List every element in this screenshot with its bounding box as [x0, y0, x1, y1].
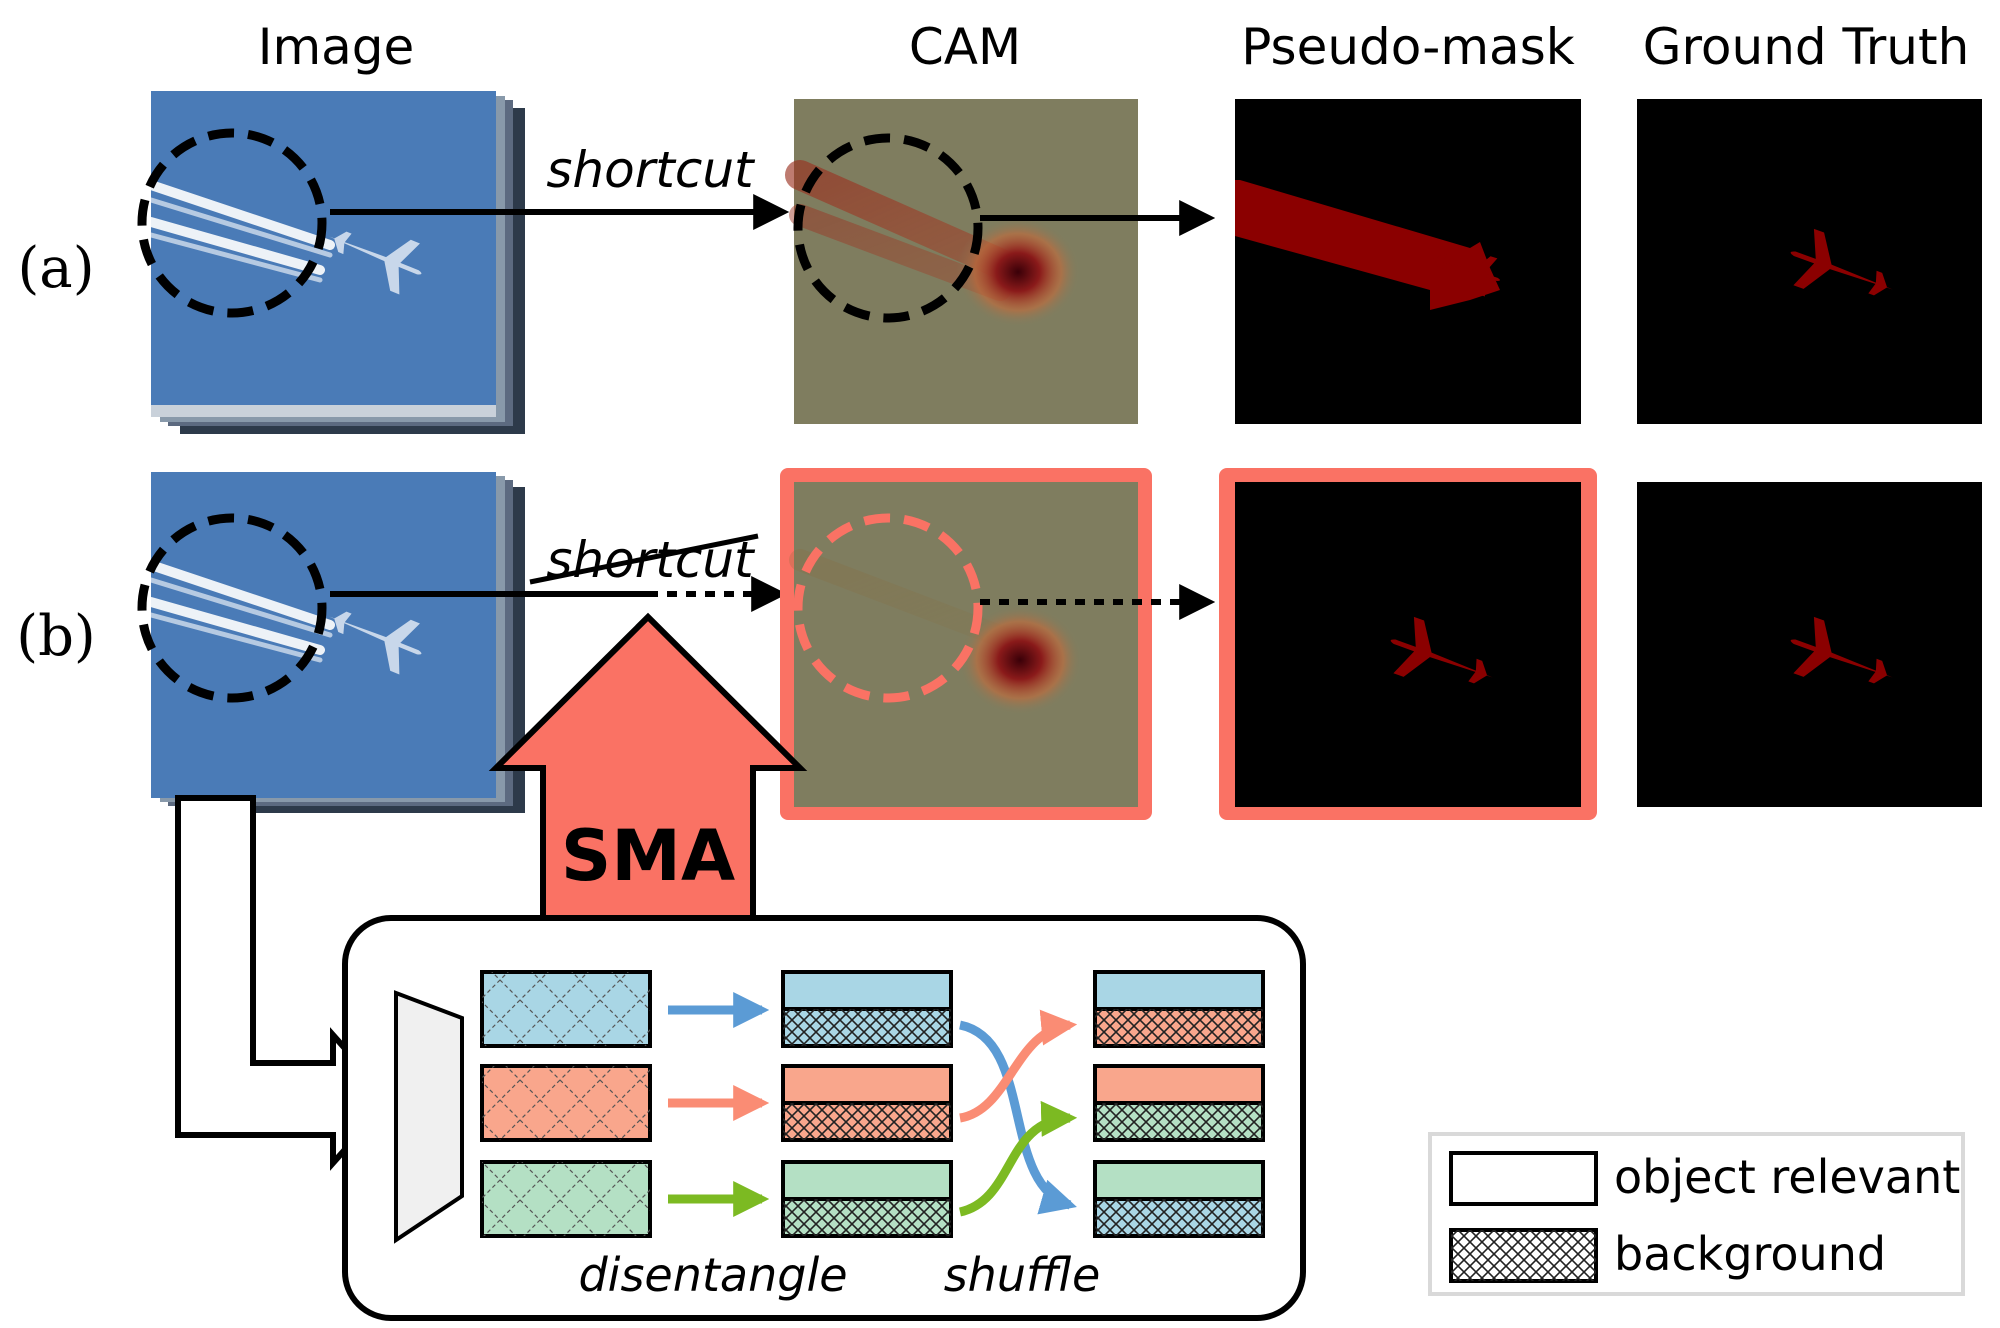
- row-b-image-stack: [137, 472, 525, 813]
- row-a-shortcut-label: shortcut: [546, 141, 756, 199]
- row-a-dashed-circle: [137, 128, 327, 318]
- legend-background-label: background: [1614, 1227, 1886, 1281]
- row-b-dashed-circle: [137, 513, 327, 703]
- shuffle-label: shuffle: [944, 1248, 1101, 1302]
- row-a-cam-dashed-circle: [793, 133, 983, 323]
- disentangled-salmon: [781, 1064, 953, 1142]
- header-pseudo-mask: Pseudo-mask: [1241, 18, 1574, 76]
- shortcut-strike-line: [529, 533, 759, 585]
- row-b-pseudo-mask: [1219, 468, 1597, 820]
- input-feature-salmon: [480, 1064, 652, 1142]
- input-feature-green: [480, 1160, 652, 1238]
- disentangle-label: disentangle: [578, 1248, 847, 1302]
- sma-arrow: [488, 612, 808, 933]
- header-cam: CAM: [909, 18, 1021, 76]
- legend-object-swatch: [1449, 1151, 1598, 1206]
- shuffled-salmon-green: [1093, 1064, 1265, 1142]
- shuffled-blue-salmon: [1093, 970, 1265, 1048]
- legend-object-label: object relevant: [1614, 1150, 1960, 1204]
- row-b-cam-dashed-circle: [793, 513, 983, 703]
- encoder-icon: [394, 990, 464, 1244]
- shuffled-green-blue: [1093, 1160, 1265, 1238]
- input-feature-blue: [480, 970, 652, 1048]
- row-b-ground-truth: [1637, 482, 1982, 807]
- row-a-image-stack: [137, 91, 525, 434]
- shuffle-salmon-curve: [958, 1009, 1078, 1123]
- header-ground-truth: Ground Truth: [1643, 18, 1970, 76]
- row-label-a: (a): [17, 236, 94, 301]
- shuffle-green-curve: [958, 1100, 1078, 1217]
- disentangled-blue: [781, 970, 953, 1048]
- row-a-cam: [785, 99, 1138, 424]
- row-a-pseudo-mask: [1235, 99, 1581, 424]
- header-image: Image: [258, 18, 415, 76]
- shuffle-blue-curve: [958, 1020, 1077, 1215]
- row-a-ground-truth: [1637, 99, 1982, 424]
- sma-label: SMA: [561, 815, 735, 897]
- legend: [1428, 1132, 1965, 1296]
- row-label-b: (b): [16, 604, 96, 669]
- row-b-cam: [780, 468, 1152, 820]
- disentangled-green: [781, 1160, 953, 1238]
